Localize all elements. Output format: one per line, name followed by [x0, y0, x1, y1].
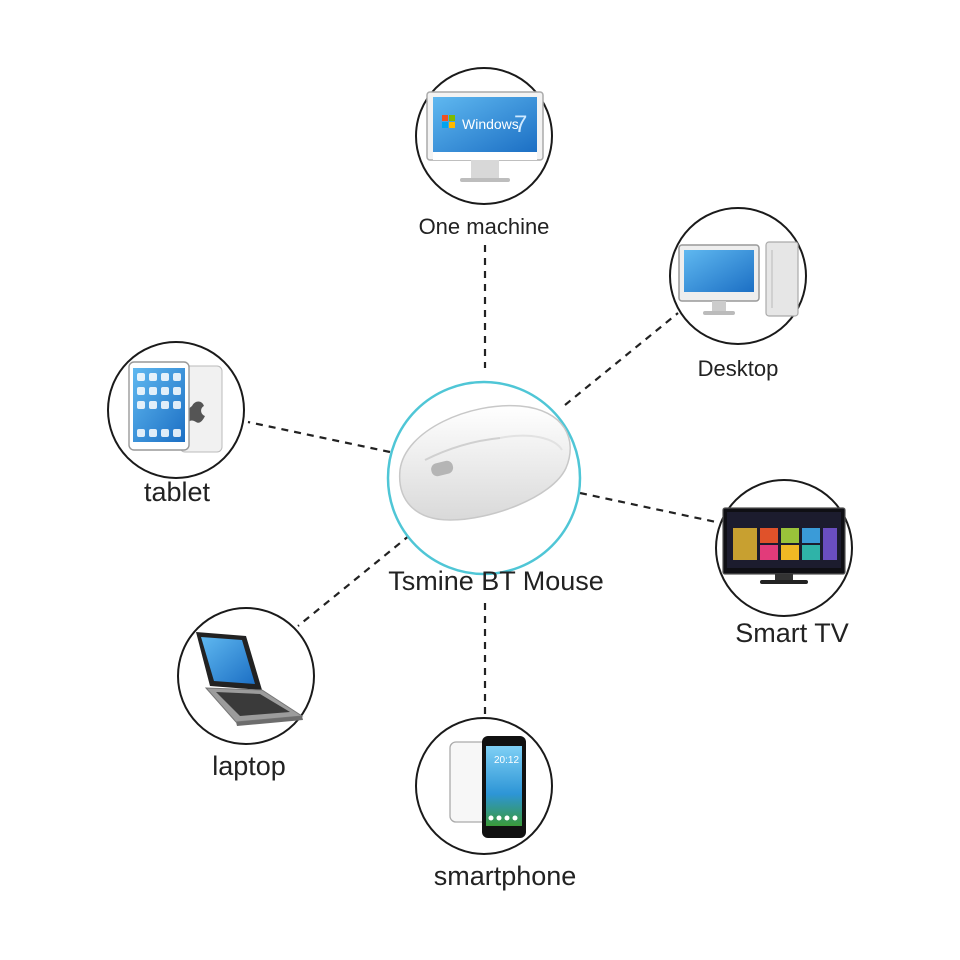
node-desktop	[669, 207, 807, 345]
phone-clock-text: 20:12	[494, 755, 519, 766]
connector-laptop	[297, 534, 411, 627]
laptop-icon	[196, 632, 304, 726]
label-smart-tv: Smart TV	[735, 618, 849, 648]
connectors	[247, 245, 717, 718]
tablet-icon	[128, 361, 223, 453]
windows-screen-text: Windows	[462, 116, 519, 132]
center-node	[386, 380, 582, 576]
connector-smart-tv	[579, 491, 717, 524]
center-label: Tsmine BT Mouse	[388, 566, 604, 596]
node-smart-tv	[715, 479, 853, 617]
node-smartphone: 20:12	[415, 717, 553, 855]
windows-screen-badge: 7	[514, 111, 527, 138]
desktop-computer-icon	[678, 241, 799, 317]
node-one-machine: Windows 7	[415, 67, 553, 205]
label-laptop: laptop	[212, 751, 286, 781]
all-in-one-computer-icon: Windows 7	[426, 91, 544, 182]
label-one-machine: One machine	[418, 214, 550, 239]
label-desktop: Desktop	[697, 356, 779, 381]
node-tablet	[107, 341, 245, 479]
connector-desktop	[564, 312, 679, 406]
mouse-icon	[398, 404, 571, 521]
smartphone-icon: 20:12	[449, 736, 526, 838]
node-laptop	[177, 607, 315, 745]
label-smartphone: smartphone	[433, 861, 577, 891]
connector-tablet	[247, 420, 391, 454]
label-tablet: tablet	[143, 477, 211, 507]
smart-tv-icon	[722, 507, 846, 584]
